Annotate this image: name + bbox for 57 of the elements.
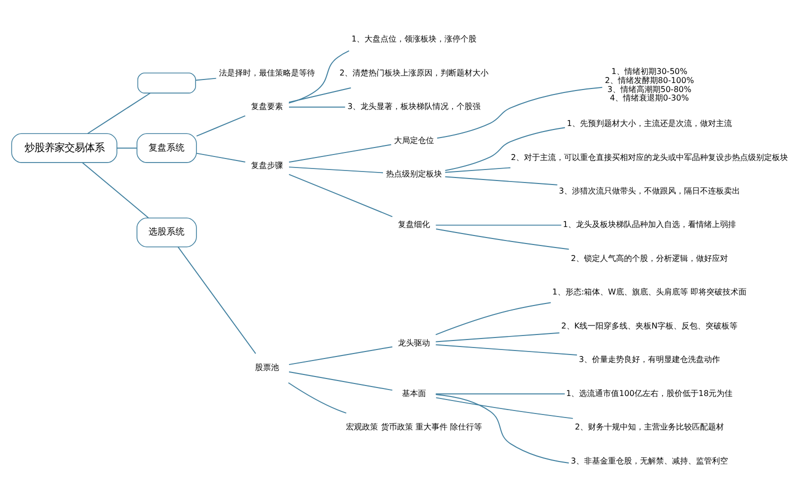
node-text: 法是择时，最佳策略是等待: [219, 68, 316, 77]
connector: [288, 382, 347, 414]
node-text: 2、锁定人气高的个股，分析逻辑，做好应对: [570, 253, 728, 262]
node-text: 1、形态:箱体、W底、旗底、头肩底等 即将突破技术面: [552, 287, 747, 296]
connector: [435, 224, 562, 226]
connector: [288, 166, 384, 173]
connector: [435, 394, 570, 463]
node-text: 3、龙头显著，板块梯队情况，个股强: [348, 102, 481, 111]
connector: [195, 77, 217, 80]
connector: [444, 166, 511, 172]
node-text: 2、财务十规中知，主营业务比较匹配题材: [574, 422, 724, 432]
connector: [196, 114, 246, 136]
node-text: 大局定仓位: [394, 135, 434, 144]
connector: [288, 106, 346, 108]
node-text: 基本面: [402, 388, 426, 398]
node-box: [137, 72, 196, 93]
node-text: 3、非基金重仓股，无解禁、减持、监管利空: [570, 456, 728, 465]
connector: [444, 126, 566, 170]
node-box: 复盘系统: [136, 132, 197, 162]
connector: [444, 176, 558, 185]
connector: [436, 228, 570, 250]
connector: [196, 152, 246, 162]
connector: [288, 86, 352, 102]
node-text: 龙头驱动: [398, 338, 430, 347]
node-box: 炒股养家交易体系: [11, 132, 118, 162]
connector: [435, 332, 560, 342]
connector: [178, 246, 256, 354]
node-box: 选股系统: [136, 217, 197, 247]
node-text: 复盘细化: [398, 220, 430, 229]
node-text: 复盘要素: [251, 102, 284, 111]
node-text: 1、情绪初期30-50% 2、情绪发酵期80-100% 3、情绪高潮期50-80% 4、情绪衰退期0-30%: [604, 66, 694, 102]
connector: [87, 92, 151, 134]
connector: [82, 162, 149, 218]
node-text: 2、清楚热门板块上涨原因，判断题材大小: [340, 68, 489, 77]
connector: [288, 50, 350, 104]
node-text: 2、对于主流，可以重仓直接买相对应的龙头或中军品种复设步热点级别定板块: [510, 152, 788, 162]
node-text: 1、选流通市值100亿左右，股价低于18元为佳: [566, 388, 733, 398]
connector: [435, 302, 552, 335]
connector: [288, 173, 393, 217]
node-text: 复盘步骤: [251, 160, 284, 170]
connector: [436, 86, 603, 138]
node-text: 3、价量走势良好，有明显建仓洗盘动作: [578, 354, 720, 364]
connector: [288, 370, 393, 390]
node-text: 1、先预判题材大小，主流还是次流，做对主流: [566, 118, 732, 128]
node-text: 热点级别定板块: [386, 169, 442, 178]
connector: [116, 147, 138, 148]
connector: [435, 344, 578, 355]
connector: [436, 396, 574, 418]
connector: [435, 392, 566, 394]
node-text: 1、龙头及板块梯队品种加入自选，看情绪上弱排: [562, 220, 736, 229]
connector: [288, 346, 393, 365]
node-text: 1、大盘点位，领涨板块，涨停个股: [352, 34, 477, 44]
node-text: 3、涉猎次流只做带头，不做跟风，隔日不连板卖出: [558, 186, 740, 195]
connector: [288, 144, 392, 162]
node-text: 股票池: [255, 362, 280, 372]
node-text: 2、K线一阳穿多线、夹板N字板、反包、突破板等: [561, 320, 738, 330]
node-text: 宏观政策 货币政策 重大事件 除仕行等: [346, 422, 482, 432]
